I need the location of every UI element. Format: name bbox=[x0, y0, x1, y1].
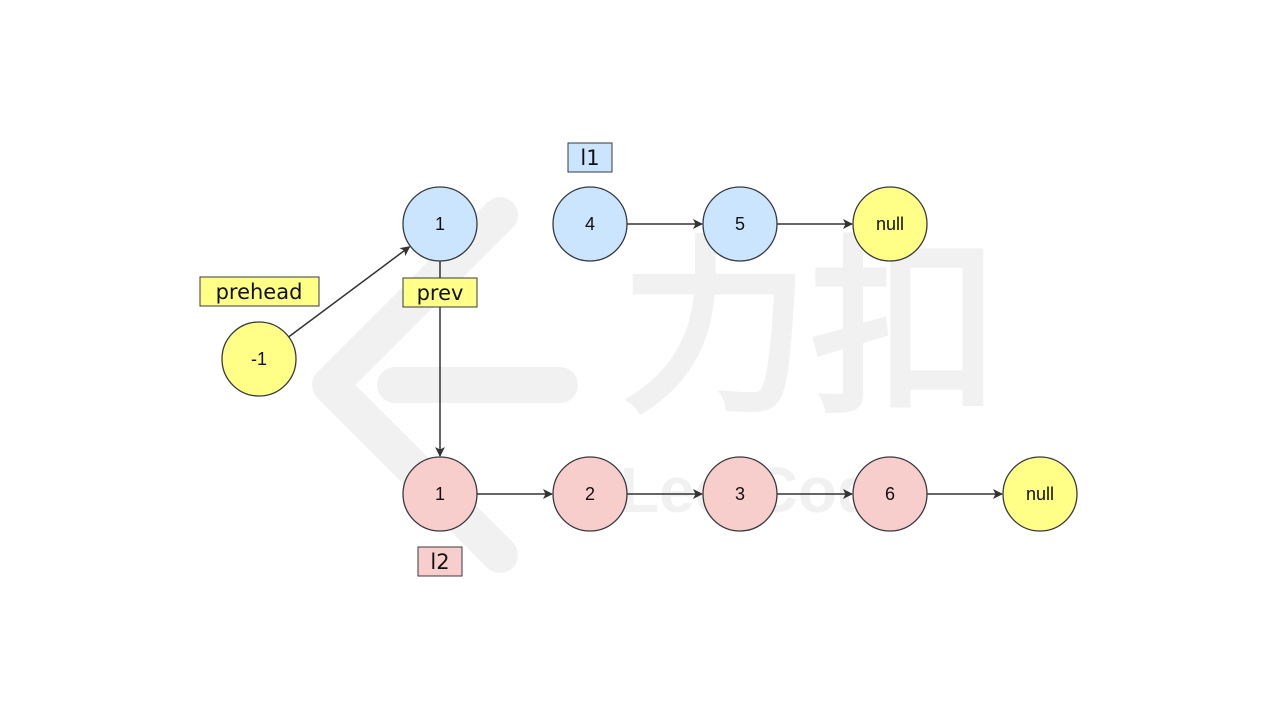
node-l2-2: 2 bbox=[552, 456, 628, 532]
node-l2-6-value: 6 bbox=[885, 484, 895, 504]
node-l1-4: 4 bbox=[552, 186, 628, 262]
label-l1: l1 bbox=[567, 142, 613, 173]
node-prehead: -1 bbox=[221, 321, 297, 397]
label-prehead-text: prehead bbox=[216, 280, 303, 304]
node-merged-head: 1 bbox=[402, 186, 478, 262]
label-l2: l2 bbox=[417, 546, 463, 577]
node-l2-3: 3 bbox=[702, 456, 778, 532]
edges bbox=[288, 219, 1003, 499]
label-l2-text: l2 bbox=[430, 550, 449, 574]
node-l2-6: 6 bbox=[852, 456, 928, 532]
edge-prehead-to-merged-head bbox=[288, 246, 411, 338]
node-l1-null-value: null bbox=[876, 214, 904, 234]
watermark-cn: 力扣 bbox=[620, 224, 1000, 436]
node-l2-3-value: 3 bbox=[735, 484, 745, 504]
node-l1-5: 5 bbox=[702, 186, 778, 262]
node-l2-2-value: 2 bbox=[585, 484, 595, 504]
label-prev-text: prev bbox=[417, 281, 464, 305]
node-l2-1-value: 1 bbox=[435, 484, 445, 504]
label-l1-text: l1 bbox=[580, 146, 599, 170]
node-l2-null-value: null bbox=[1026, 484, 1054, 504]
node-l2-null: null bbox=[1002, 456, 1078, 532]
node-l2-1: 1 bbox=[402, 456, 478, 532]
node-l1-4-value: 4 bbox=[585, 214, 595, 234]
node-l1-null: null bbox=[852, 186, 928, 262]
label-prev: prev bbox=[402, 277, 478, 308]
node-merged-head-value: 1 bbox=[435, 214, 445, 234]
label-prehead: prehead bbox=[199, 276, 320, 307]
node-l1-5-value: 5 bbox=[735, 214, 745, 234]
node-prehead-value: -1 bbox=[251, 349, 267, 369]
